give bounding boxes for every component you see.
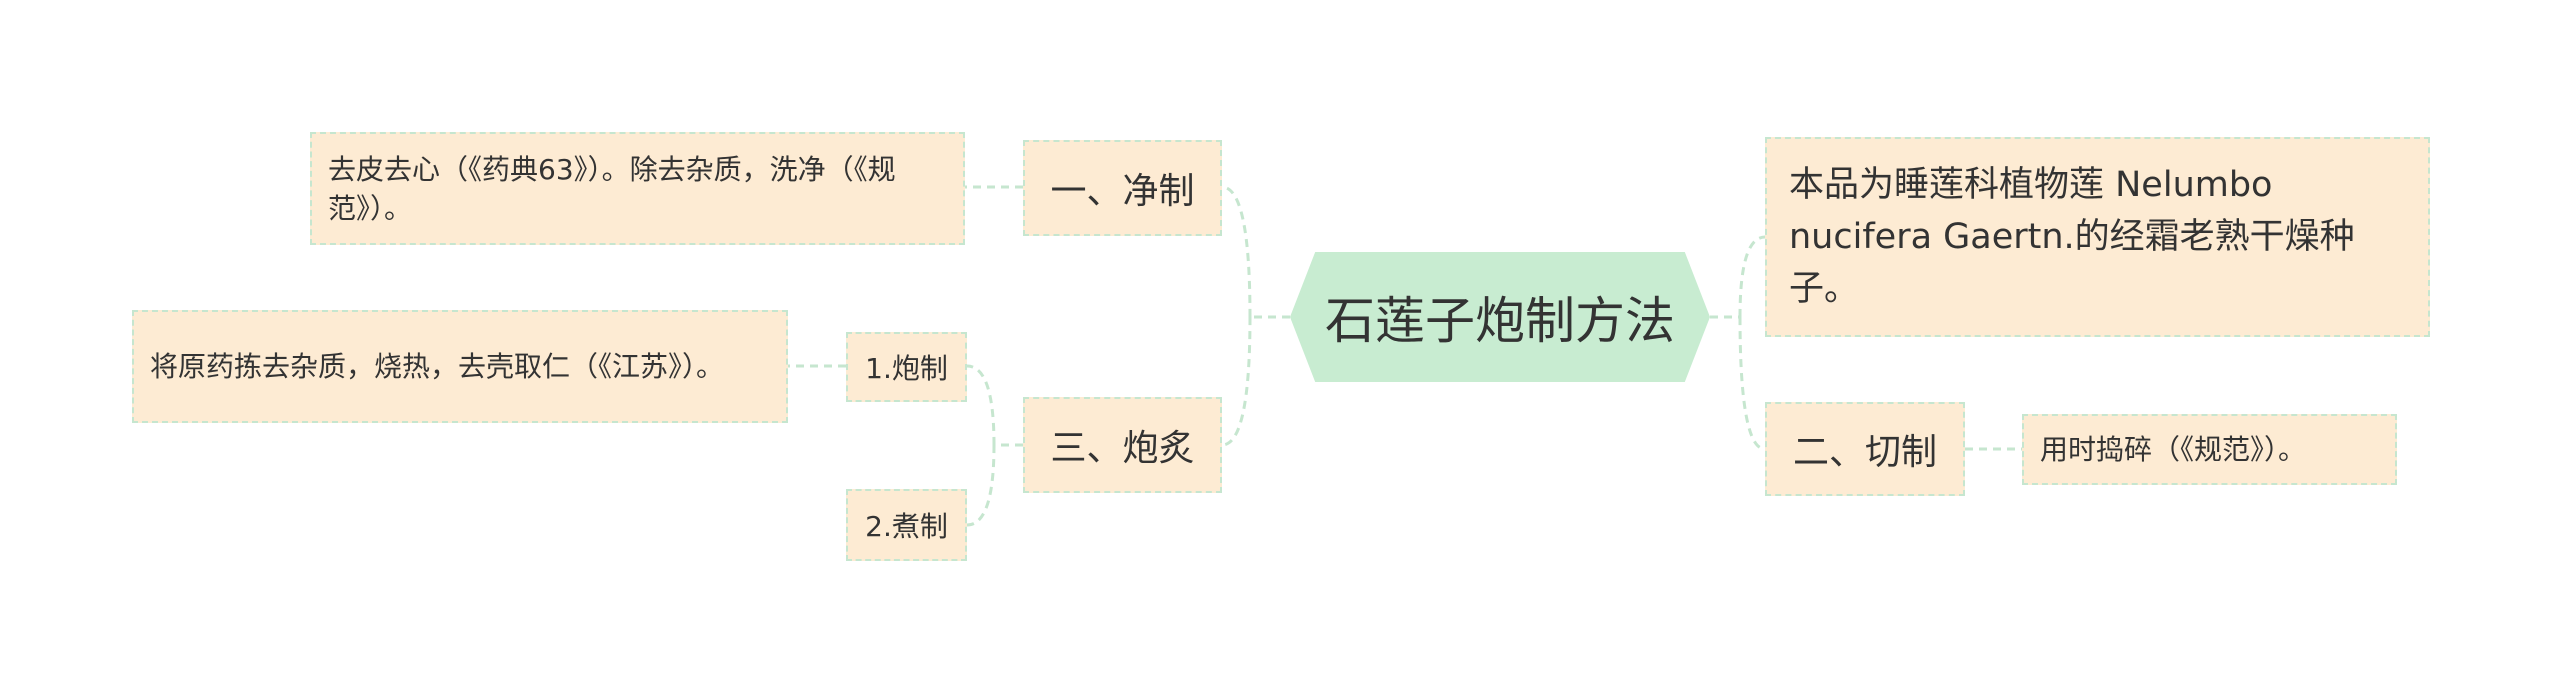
note-jingzhi-text: 去皮去心（《药典63》）。除去杂质，洗净（《规范》）。 bbox=[328, 152, 896, 225]
sub-paozhi-1[interactable]: 1.炮制 bbox=[846, 332, 967, 402]
connector-right-spine-lower bbox=[1738, 316, 1766, 451]
sub-paozhi-2-label: 2.煮制 bbox=[865, 510, 948, 543]
note-paozhi-1[interactable]: 将原药拣去杂质，烧热，去壳取仁（《江苏》）。 bbox=[132, 310, 788, 423]
description-text: 本品为睡莲科植物莲 Nelumbo nucifera Gaertn.的经霜老熟干… bbox=[1789, 165, 2355, 309]
branch-jingzhi[interactable]: 一、净制 bbox=[1023, 140, 1222, 236]
branch-paozhi-label: 三、炮炙 bbox=[1050, 428, 1195, 469]
note-jingzhi[interactable]: 去皮去心（《药典63》）。除去杂质，洗净（《规范》）。 bbox=[310, 132, 965, 245]
connector-left-spine-lower bbox=[1221, 316, 1252, 447]
root-node[interactable]: 石莲子炮制方法 bbox=[1290, 252, 1710, 382]
branch-qiezhi[interactable]: 二、切制 bbox=[1765, 402, 1965, 496]
connector-left-spine bbox=[1221, 185, 1252, 318]
branch-paozhi[interactable]: 三、炮炙 bbox=[1023, 397, 1222, 493]
connector-paozhi-child2 bbox=[966, 444, 996, 527]
note-paozhi-1-text: 将原药拣去杂质，烧热，去壳取仁（《江苏》）。 bbox=[150, 350, 725, 383]
sub-paozhi-2[interactable]: 2.煮制 bbox=[846, 489, 967, 561]
connector-right-spine bbox=[1738, 235, 1766, 318]
description-node[interactable]: 本品为睡莲科植物莲 Nelumbo nucifera Gaertn.的经霜老熟干… bbox=[1765, 137, 2430, 337]
note-qiezhi-text: 用时捣碎（《规范》）。 bbox=[2040, 433, 2307, 466]
note-qiezhi[interactable]: 用时捣碎（《规范》）。 bbox=[2022, 414, 2397, 485]
branch-jingzhi-label: 一、净制 bbox=[1050, 171, 1195, 212]
root-title: 石莲子炮制方法 bbox=[1325, 292, 1675, 350]
branch-qiezhi-label: 二、切制 bbox=[1792, 432, 1937, 473]
sub-paozhi-1-label: 1.炮制 bbox=[865, 352, 948, 385]
connector-paozhi-child1 bbox=[966, 364, 996, 446]
